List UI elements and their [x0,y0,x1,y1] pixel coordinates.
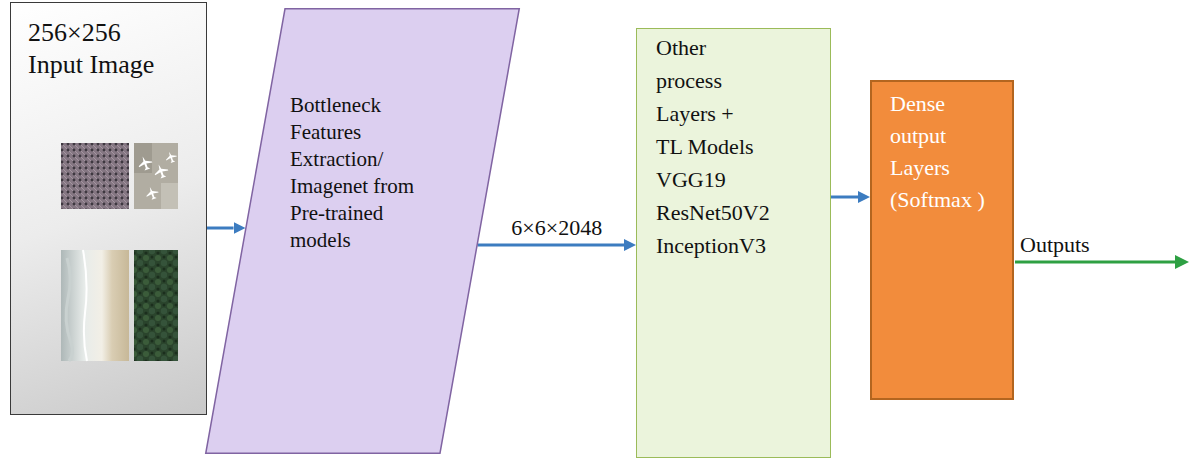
flow-arrow [831,196,858,199]
feature-extraction-parallelogram: Bottleneck Features Extraction/ Imagenet… [205,8,520,454]
parallelogram-outline [205,8,520,454]
process-box: Other process Layers + TL Models VGG19 R… [636,28,831,458]
beach-tile [61,250,129,361]
process-text: Bottleneck Features Extraction/ Imagenet… [290,92,420,254]
forest-tile [134,250,178,361]
orchard-tile [61,143,129,209]
input-caption: 256×256 Input Image [28,17,168,81]
flow-arrow [477,244,624,247]
output-arrow-head [1175,255,1189,269]
output-layer-box: Dense output Layers (Softmax ) [870,80,1014,400]
parallelogram-shape [206,9,520,454]
process-text: Dense output Layers (Softmax ) [890,88,990,216]
airport-tile [134,143,178,209]
input-image-box: 256×256 Input Image [10,2,207,415]
tensor-shape-label: 6×6×2048 [509,215,604,241]
output-label: Outputs [1020,232,1090,258]
flow-arrow [207,227,234,230]
process-text: Other process Layers + TL Models VGG19 R… [656,31,760,262]
output-arrow-line [1015,261,1176,264]
